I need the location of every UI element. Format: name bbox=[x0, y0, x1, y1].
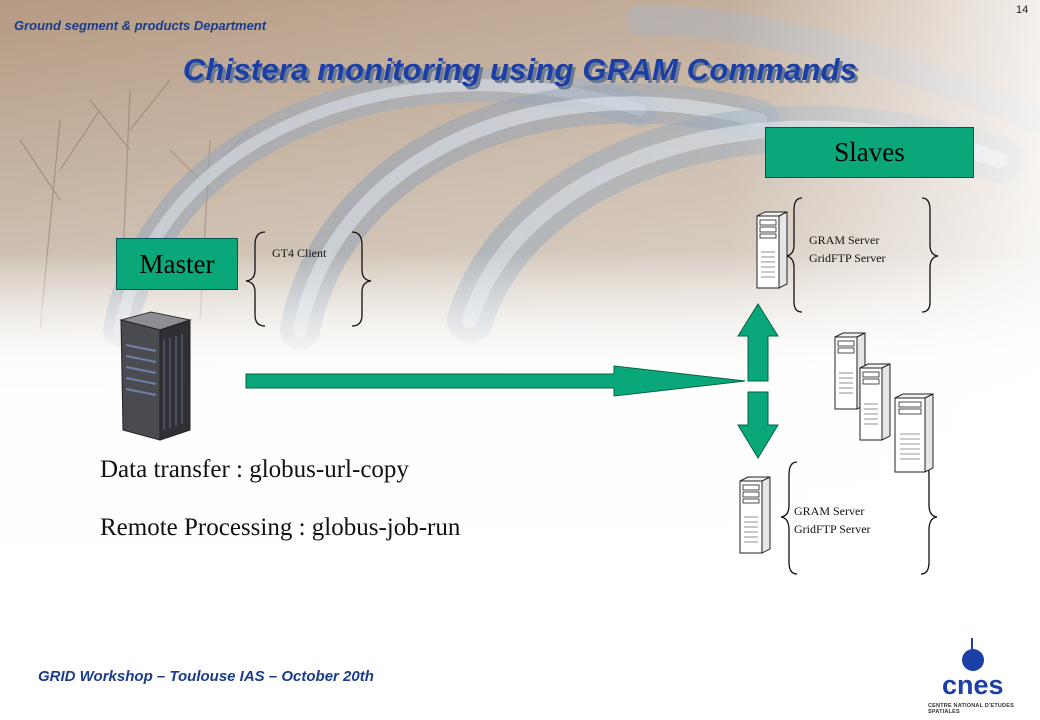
slide-title: Chistera monitoring using GRAM Commands bbox=[182, 52, 858, 87]
bottom-slave-left-brace bbox=[780, 461, 798, 575]
gt4-client-label: GT4 Client bbox=[272, 246, 327, 260]
bottom-gram-server-label: GRAM Server bbox=[794, 504, 865, 518]
remote-processing-command: Remote Processing : globus-job-run bbox=[100, 514, 461, 541]
master-box: Master bbox=[116, 238, 238, 290]
top-slave-server-icon bbox=[756, 211, 788, 289]
department-label: Ground segment & products Department bbox=[14, 18, 267, 33]
gt4-left-brace bbox=[245, 231, 266, 327]
top-gram-server-label: GRAM Server bbox=[809, 233, 880, 247]
up-arrow bbox=[737, 303, 779, 382]
page-number: 14 bbox=[1016, 4, 1029, 16]
data-transfer-command: Data transfer : globus-url-copy bbox=[100, 456, 409, 483]
bottom-slave-services: GRAM Server GridFTP Server bbox=[794, 502, 871, 538]
down-arrow bbox=[737, 391, 779, 459]
cnes-logo-icon bbox=[962, 638, 984, 671]
bottom-slave-right-brace bbox=[920, 461, 938, 575]
transfer-arrow bbox=[245, 365, 746, 397]
cluster-server-icon-2 bbox=[859, 363, 891, 441]
bottom-gridftp-server-label: GridFTP Server bbox=[794, 522, 871, 536]
master-server-icon bbox=[119, 311, 192, 441]
top-gridftp-server-label: GridFTP Server bbox=[809, 251, 886, 265]
top-slave-left-brace bbox=[785, 197, 803, 313]
footer-event: GRID Workshop – Toulouse IAS – October 2… bbox=[38, 668, 374, 685]
cnes-logo-subtitle: CENTRE NATIONAL D'ETUDES SPATIALES bbox=[928, 703, 1014, 715]
cnes-logo-text: cnes bbox=[942, 670, 1004, 700]
slaves-box: Slaves bbox=[765, 127, 974, 178]
top-slave-right-brace bbox=[921, 197, 939, 313]
cluster-server-icon-3 bbox=[894, 393, 934, 473]
bottom-slave-server-icon bbox=[739, 476, 771, 554]
top-slave-services: GRAM Server GridFTP Server bbox=[809, 231, 886, 267]
gt4-right-brace bbox=[351, 231, 372, 327]
